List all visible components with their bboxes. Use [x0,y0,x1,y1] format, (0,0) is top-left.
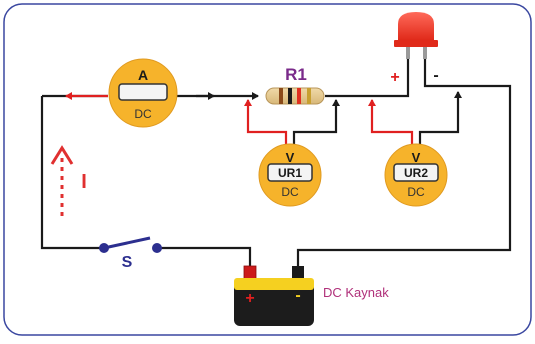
voltmeter-ur2-symbol: V [412,150,421,165]
frame-border [3,3,532,336]
voltmeter-ur2-display [393,163,439,182]
led: + - [390,12,439,86]
ammeter: A DC [108,58,178,128]
current-label: I [81,171,87,193]
ammeter-mode: DC [134,107,152,121]
voltmeter-ur1-reading: UR1 [278,166,302,180]
resistor-r1: R1 [265,65,325,105]
battery: + - DC Kaynak [234,265,389,326]
ammeter-display [118,83,168,101]
voltmeter-ur1: V UR1 DC [258,143,322,207]
voltmeter-ur1-mode: DC [281,185,299,199]
battery-plus-sign: + [245,290,254,307]
resistor-label: R1 [285,65,307,84]
battery-minus-sign: - [295,287,300,304]
current-indicator: I [50,145,87,216]
voltmeter-ur1-display [267,163,313,182]
switch-label: S [122,254,133,271]
battery-label: DC Kaynak [323,285,389,300]
voltmeter-ur2-reading: UR2 [404,166,428,180]
led-plus-sign: + [390,69,399,86]
ammeter-symbol: A [138,67,148,83]
switch-s: S [99,236,162,271]
voltmeter-ur1-symbol: V [286,150,295,165]
led-minus-sign: - [433,67,438,84]
voltmeter-ur2: V UR2 DC [384,143,448,207]
voltmeter-ur2-mode: DC [407,185,425,199]
